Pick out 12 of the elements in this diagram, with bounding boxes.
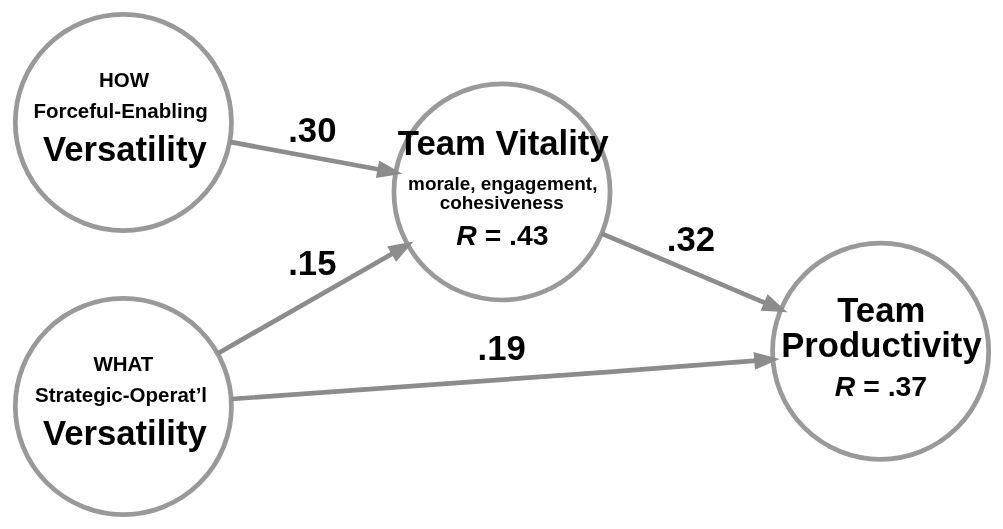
node-circle: Team Vitality morale, engagement, cohesiveness R = .43 — [391, 81, 612, 303]
edge-label: .15 — [287, 243, 336, 282]
node-circle: WHAT Strategic-Operat’l Versatility — [12, 296, 234, 517]
arrow — [230, 352, 779, 402]
node-circle: Team Productivity R = .37 — [769, 240, 991, 462]
edge-label: .19 — [477, 329, 526, 368]
edge-label: .30 — [287, 111, 336, 150]
node-circle: HOW Forceful-Enabling Versatility — [12, 12, 234, 233]
arrow — [229, 139, 402, 178]
edge-label: .32 — [666, 220, 715, 259]
arrow — [600, 231, 787, 313]
arrow — [216, 241, 414, 356]
